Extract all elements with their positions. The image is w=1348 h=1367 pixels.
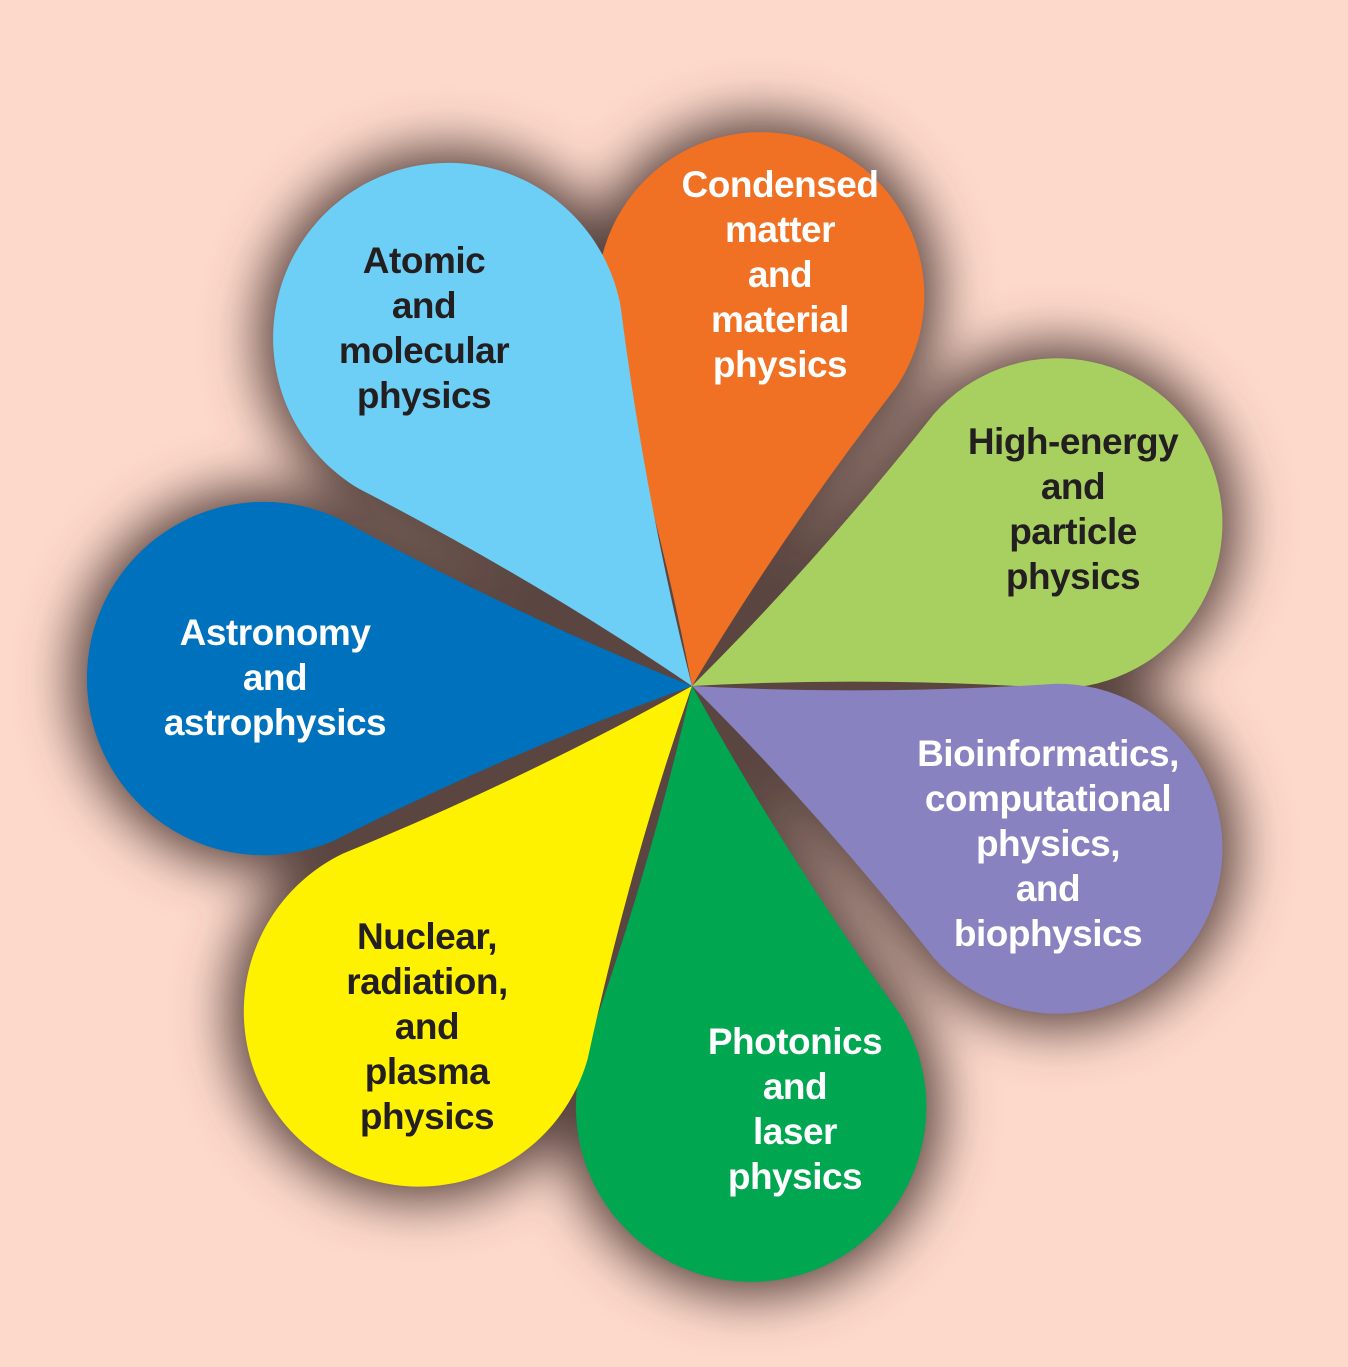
- petal-photonics-label-line: and: [763, 1066, 827, 1107]
- petal-photonics-label-line: Photonics: [708, 1021, 882, 1062]
- petal-high-energy: [692, 358, 1223, 689]
- petal-bioinformatics-label-line: computational: [925, 778, 1171, 819]
- petal-condensed-matter-label-line: matter: [725, 209, 835, 250]
- petal-high-energy-label-line: physics: [1006, 556, 1140, 597]
- petal-nuclear-label-line: and: [395, 1006, 459, 1047]
- petal-layer: [86, 132, 1223, 1282]
- petal-high-energy-label-line: and: [1041, 466, 1105, 507]
- petal-bioinformatics-label-line: and: [1016, 868, 1080, 909]
- petal-condensed-matter-label-line: physics: [713, 344, 847, 385]
- petal-photonics-label-line: laser: [753, 1111, 837, 1152]
- petal-condensed-matter-label-line: material: [711, 299, 849, 340]
- petal-high-energy-label-line: particle: [1009, 511, 1137, 552]
- petal-nuclear-label-line: plasma: [365, 1051, 490, 1092]
- petal-bioinformatics-label-line: physics,: [976, 823, 1120, 864]
- petal-nuclear-label-line: radiation,: [346, 961, 508, 1002]
- petal-high-energy-label-line: High-energy: [968, 421, 1179, 462]
- petal-bioinformatics: [692, 683, 1223, 1014]
- petal-bioinformatics-label-line: biophysics: [954, 913, 1142, 954]
- petal-atomic-label-line: Atomic: [363, 240, 485, 281]
- petal-astronomy: [86, 501, 692, 856]
- petal-atomic: [273, 162, 692, 686]
- petal-condensed-matter: [597, 132, 925, 687]
- petal-nuclear-label-line: physics: [360, 1096, 494, 1137]
- petal-photonics-label-line: physics: [728, 1156, 862, 1197]
- petal-condensed-matter-label-line: Condensed: [682, 164, 879, 205]
- petal-atomic-label-line: and: [392, 285, 456, 326]
- petal-astronomy-label-line: astrophysics: [164, 702, 386, 743]
- petal-astronomy-label-line: Astronomy: [180, 612, 372, 653]
- petal-atomic-label-line: physics: [357, 375, 491, 416]
- petal-condensed-matter-label-line: and: [748, 254, 812, 295]
- petal-photonics: [575, 686, 927, 1282]
- petal-nuclear-label-line: Nuclear,: [357, 916, 497, 957]
- petal-bioinformatics-label-line: Bioinformatics,: [917, 733, 1179, 774]
- petal-atomic-label-line: molecular: [339, 330, 509, 371]
- petal-astronomy-label-line: and: [243, 657, 307, 698]
- petal-nuclear: [243, 686, 692, 1187]
